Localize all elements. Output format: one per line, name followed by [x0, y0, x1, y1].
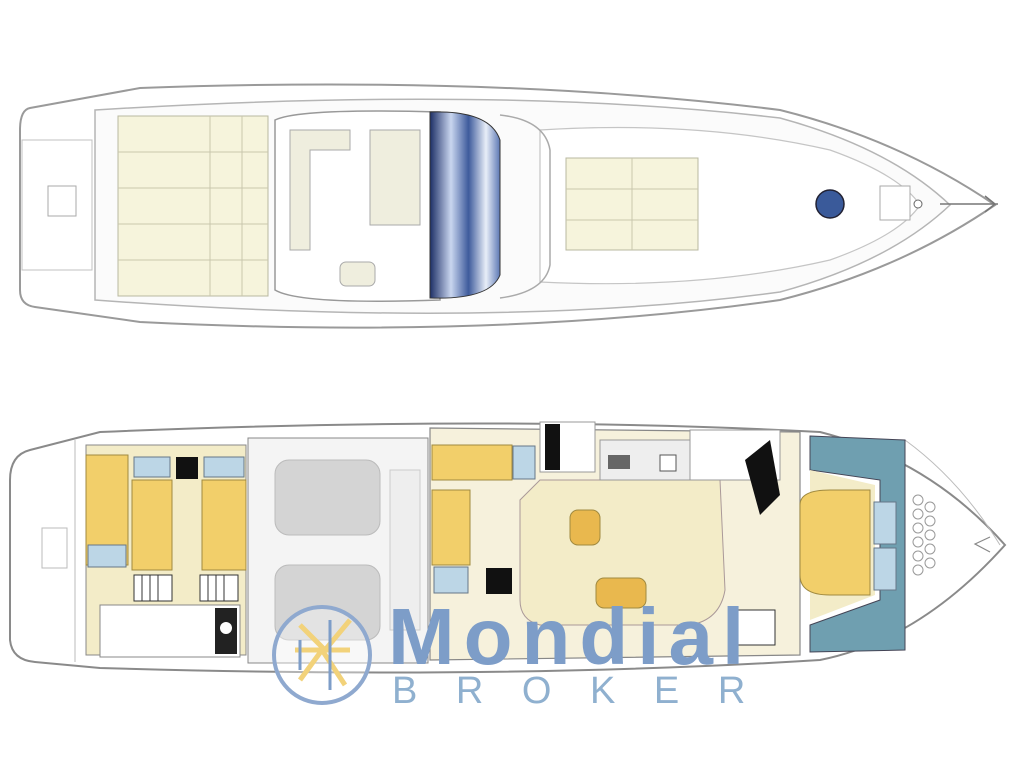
chain-locker	[912, 494, 936, 576]
pillow-3	[87, 544, 127, 568]
tank	[389, 469, 421, 631]
sunpad-aft	[117, 115, 269, 297]
saloon-table	[595, 577, 647, 609]
bow-anchor	[940, 195, 998, 213]
sunpad-seams	[118, 116, 268, 296]
head-black	[545, 424, 560, 470]
stairs-fwd	[734, 609, 776, 646]
watermark-logo-lines	[298, 620, 332, 690]
bow-berth	[799, 489, 871, 596]
hardtop-edge	[499, 114, 551, 299]
watermark-logo-circle	[272, 605, 372, 705]
interior-deck-line	[74, 439, 1001, 662]
pillow-2	[203, 456, 245, 478]
sink-aft	[220, 622, 232, 634]
stairs-aft	[133, 574, 239, 602]
helm-seat	[369, 129, 421, 226]
windlass	[913, 199, 923, 209]
windscreen	[429, 111, 501, 299]
sunpad-forward-seams	[566, 158, 698, 250]
swim-hatch	[41, 527, 68, 569]
vip-shower	[745, 440, 780, 515]
wardrobe-black	[176, 457, 198, 479]
bow-mark	[973, 536, 991, 553]
cockpit-table	[339, 261, 376, 287]
bow-cabin-trim	[809, 435, 906, 653]
berth-aft-3	[201, 479, 247, 571]
pillow-4	[512, 445, 536, 480]
transom-hatch	[47, 185, 77, 217]
galley-sink	[659, 454, 677, 472]
pillow-6	[873, 501, 897, 545]
berth-mid-2	[431, 489, 471, 566]
deck-plan	[19, 83, 998, 329]
pillow-7	[873, 547, 897, 591]
seat-small	[569, 509, 601, 546]
berth-aft-2	[131, 479, 173, 571]
engine-port	[274, 459, 381, 536]
watermark-brand-bottom: B R O K E R	[392, 670, 760, 712]
berth-mid-1	[431, 444, 513, 481]
pillow-5	[433, 566, 469, 594]
anchor-locker	[879, 185, 911, 221]
watermark-brand-top: Mondial	[388, 592, 754, 681]
interior-plan	[9, 421, 1007, 674]
hob	[608, 455, 630, 469]
pillow-1	[133, 456, 171, 478]
locker-dark	[486, 568, 512, 594]
mondial-broker-logo	[272, 605, 372, 705]
cockpit-seating	[289, 129, 351, 251]
watermark-logo-star	[295, 618, 352, 687]
deck-hatch-round	[815, 189, 845, 219]
